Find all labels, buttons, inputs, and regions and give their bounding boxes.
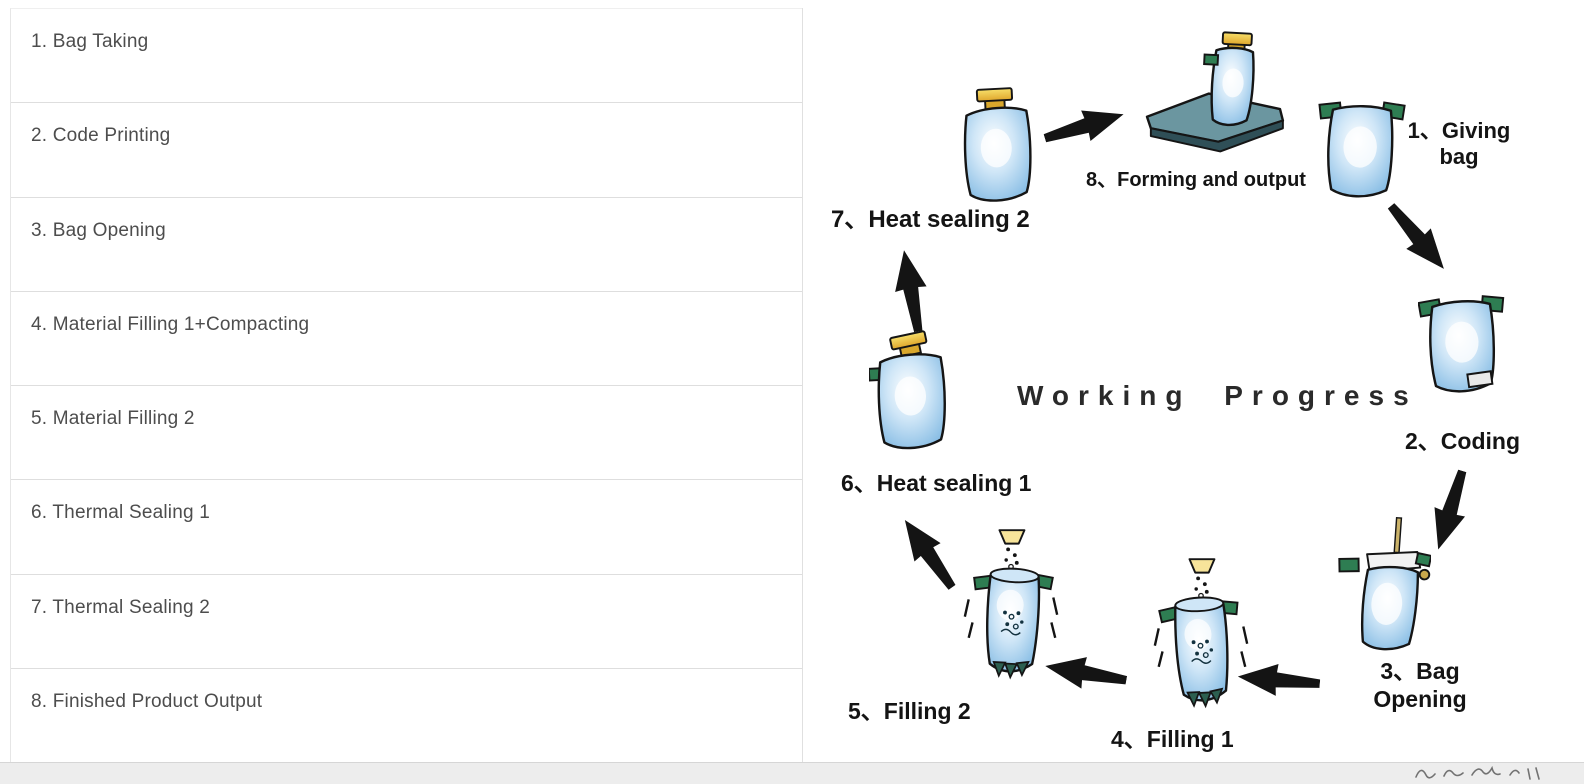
label-filling-1: 4、Filling 1 [1111,726,1234,752]
bag-opening-icon [1331,516,1431,662]
label-giving-bag-line1: 1、Giving [1407,118,1511,143]
forming-machine-icon [1141,30,1286,163]
table-row: 5. Material Filling 2 [11,386,802,481]
label-giving-bag: 1、Giving bag [1401,118,1517,171]
table-row: 7. Thermal Sealing 2 [11,575,802,669]
arrow-filling2-to-heatsealing1 [888,507,969,599]
arrow-heat-sealing2-to-forming [1039,95,1131,158]
heat-sealed-bag-icon [955,86,1041,208]
arrow-giving-to-coding [1376,193,1461,283]
label-bag-opening-line1: 3、Bag [1380,658,1460,684]
filling2-icon [961,528,1061,690]
working-progress-diagram: Working Progress [802,8,1584,762]
table-row: 1. Bag Taking [11,9,802,104]
label-forming-and-output: 8、Forming and output [1086,169,1306,191]
table-row: 4. Material Filling 1+Compacting [11,292,802,386]
signature-watermark-icon [1415,765,1540,780]
label-coding: 2、Coding [1405,428,1520,454]
label-bag-opening: 3、Bag Opening [1355,658,1485,713]
table-row: 3. Bag Opening [11,198,802,292]
label-bag-opening-line2: Opening [1373,685,1467,712]
coding-bag-icon [1418,290,1508,402]
arrow-opening-to-filling1 [1234,656,1321,703]
table-row: 8. Finished Product Output [31,690,263,712]
arrow-heatsealing1-to-heatsealing2 [884,245,938,335]
label-heat-sealing-2: 7、Heat sealing 2 [831,206,1030,233]
label-giving-bag-line2: bag [1439,144,1479,170]
arrow-filling1-to-filling2 [1040,646,1130,700]
label-heat-sealing-1: 6、Heat sealing 1 [841,470,1032,496]
heat-sealing1-bag-icon [869,328,955,458]
table-row: 2. Code Printing [11,103,802,198]
arrow-coding-to-opening [1419,465,1482,557]
label-filling-2: 5、Filling 2 [848,698,971,724]
table-row: 6. Thermal Sealing 1 [11,480,802,575]
bottom-strip [0,762,1584,784]
process-steps-table: 1. Bag Taking 2. Code Printing 3. Bag Op… [10,8,802,762]
filling1-icon [1151,558,1251,718]
giving-bag-icon [1315,96,1407,206]
diagram-title: Working Progress [1017,380,1418,411]
